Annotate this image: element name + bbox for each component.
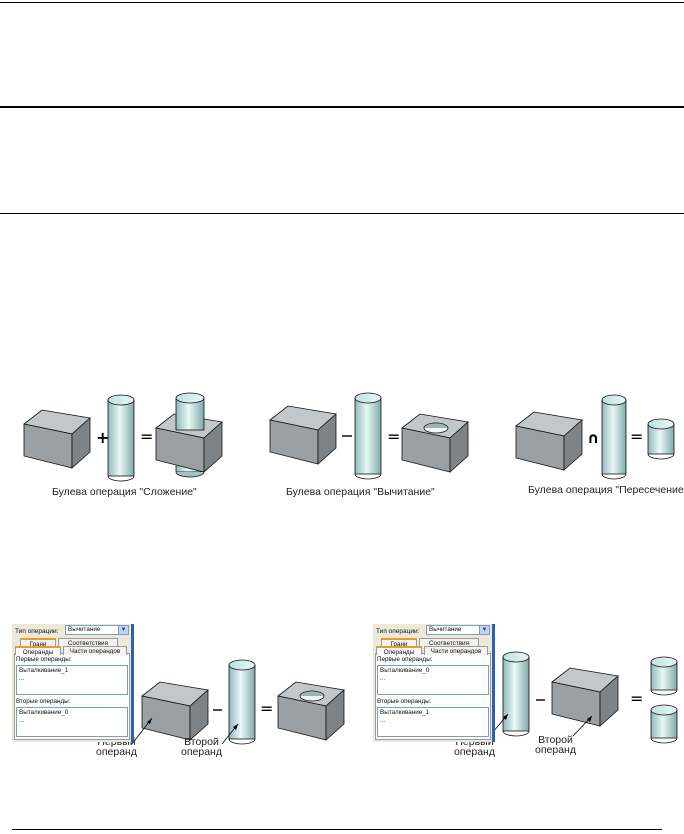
tab-faces[interactable]: Грани <box>20 638 56 648</box>
op-type-select[interactable]: Вычитание ▼ <box>426 625 490 635</box>
chevron-down-icon[interactable]: ▼ <box>118 626 128 634</box>
tab-operands[interactable]: Операнды <box>15 646 61 656</box>
first-operands-list[interactable]: Выталкивание_1 ... <box>16 665 128 695</box>
sub-result <box>401 413 469 473</box>
left-result <box>277 681 345 741</box>
right-first-operand-label: Первый операнд <box>454 736 495 758</box>
int-box-operand <box>515 411 583 471</box>
left-cylinder-second-operand <box>228 659 256 745</box>
right-result <box>650 656 678 744</box>
second-operands-label: Вторые операнды: <box>377 698 432 705</box>
list-item[interactable]: ... <box>19 675 25 682</box>
equals-sign-3: = <box>630 427 643 446</box>
top-rule <box>0 2 684 3</box>
sub-cylinder-operand <box>354 392 382 480</box>
list-item[interactable]: ... <box>380 675 386 682</box>
list-item[interactable]: Выталкивание_0 <box>19 709 69 716</box>
right-boolean-properties-panel: Тип операции: Вычитание ▼ Грани Соответс… <box>373 624 495 742</box>
left-first-operand-label: Первый операнд <box>96 736 137 758</box>
tab-matches[interactable]: Соответствия <box>419 638 479 647</box>
sub-box-operand <box>269 405 337 465</box>
op-type-label: Тип операции: <box>15 628 59 635</box>
first-operands-label: Первые операнды: <box>377 656 433 663</box>
caption-addition: Булева операция "Сложение" <box>52 486 197 498</box>
section-rule-1 <box>0 106 684 108</box>
add-box-operand <box>23 409 91 469</box>
left-box-first-operand <box>141 681 209 741</box>
intersection-sign: ∩ <box>587 429 599 447</box>
equals-sign-1: = <box>140 427 153 446</box>
tab-operands[interactable]: Операнды <box>376 646 422 656</box>
tab-faces[interactable]: Грани <box>381 638 417 648</box>
right-box-second-operand <box>551 667 619 727</box>
right-cylinder-first-operand <box>502 651 530 737</box>
left-boolean-properties-panel: Тип операции: Вычитание ▼ Грани Соответс… <box>12 624 134 742</box>
op-type-value: Вычитание <box>68 626 101 633</box>
list-item[interactable]: Выталкивание_0 <box>380 667 430 674</box>
section-rule-2 <box>0 213 684 214</box>
op-type-select[interactable]: Вычитание ▼ <box>65 625 129 635</box>
second-operands-list[interactable]: Выталкивание_0 ... <box>16 707 128 737</box>
second-operands-label: Вторые операнды: <box>16 698 71 705</box>
list-item[interactable]: ... <box>380 717 386 724</box>
first-operands-label: Первые операнды: <box>16 656 72 663</box>
right-equals-sign: = <box>630 689 643 708</box>
right-second-operand-label: Второй операнд <box>535 734 576 756</box>
add-cylinder-operand <box>107 394 135 482</box>
bottom-rule <box>12 829 662 830</box>
op-type-value: Вычитание <box>429 626 462 633</box>
caption-subtraction: Булева операция "Вычитание" <box>286 486 435 498</box>
list-item[interactable]: Выталкивание_1 <box>380 709 430 716</box>
int-cylinder-operand <box>601 394 627 480</box>
list-item[interactable]: ... <box>19 717 25 724</box>
tab-matches[interactable]: Соответствия <box>58 638 118 647</box>
list-item[interactable]: Выталкивание_1 <box>19 667 69 674</box>
first-operands-list[interactable]: Выталкивание_0 ... <box>377 665 489 695</box>
equals-sign-2: = <box>387 427 400 446</box>
second-operands-list[interactable]: Выталкивание_1 ... <box>377 707 489 737</box>
left-equals-sign: = <box>260 699 273 718</box>
add-result <box>155 392 223 478</box>
tab-operand-parts[interactable]: Части операндов <box>63 646 127 655</box>
int-result <box>647 418 675 460</box>
left-second-operand-label: Второй операнд <box>181 736 222 758</box>
plus-sign: + <box>96 428 109 447</box>
tab-operand-parts[interactable]: Части операндов <box>424 646 488 655</box>
caption-intersection: Булева операция "Пересечение" <box>528 484 684 496</box>
op-type-label: Тип операции: <box>376 628 420 635</box>
chevron-down-icon[interactable]: ▼ <box>479 626 489 634</box>
